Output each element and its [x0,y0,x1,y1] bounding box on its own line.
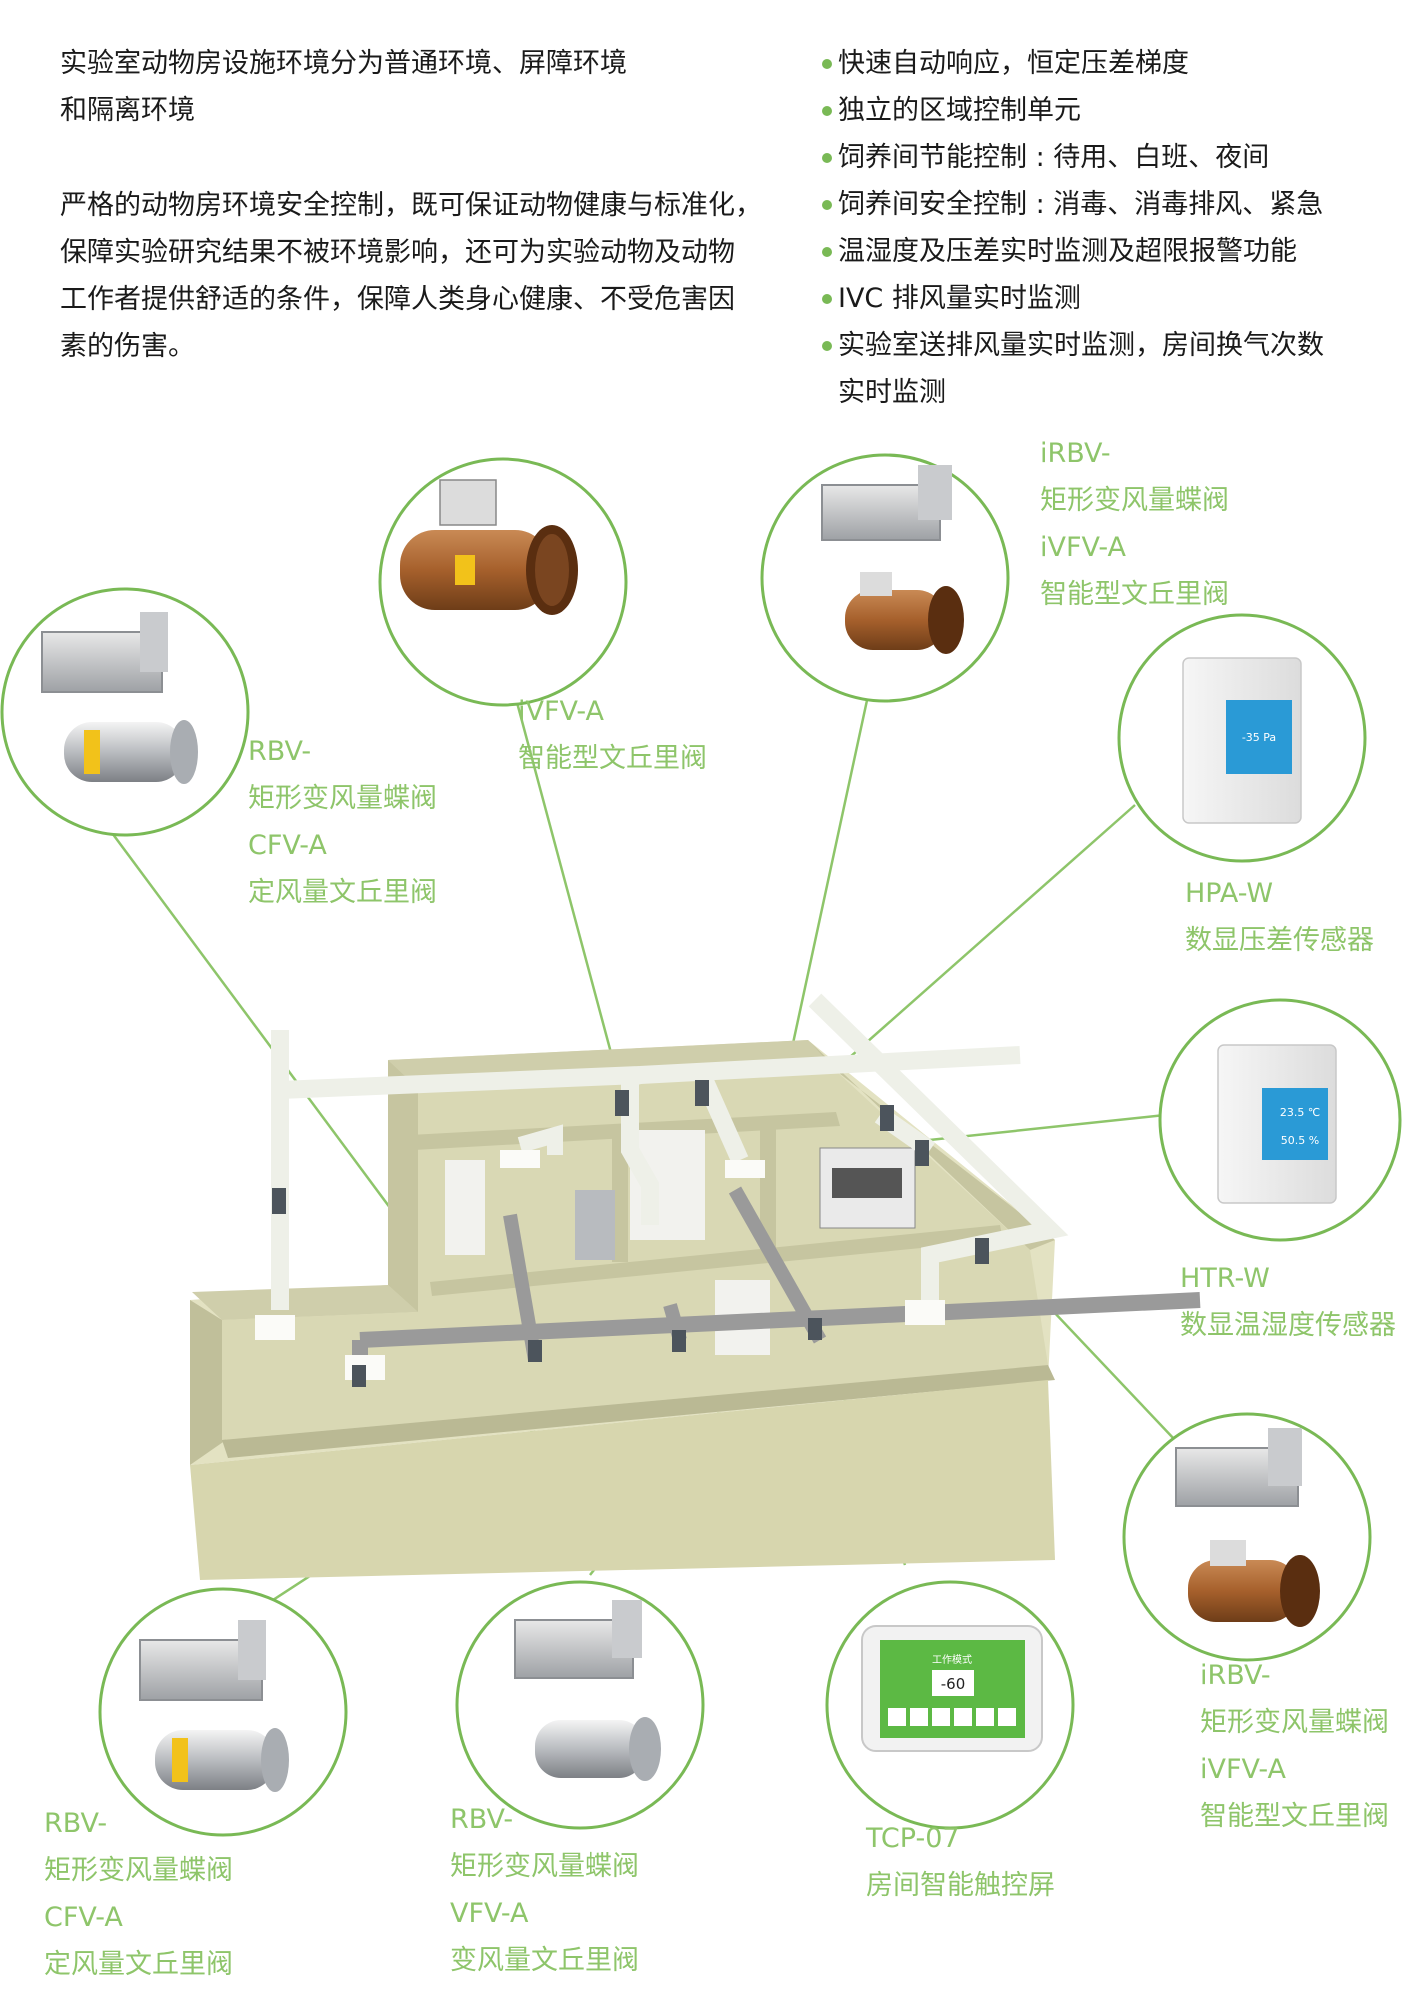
callout-top-center: iVFV-A 智能型文丘里阀 [518,688,707,782]
feature-item: 独立的区域控制单元 [822,87,1382,134]
callout-line: 矩形变风量蝶阀 [1040,485,1229,516]
callout-bottom-mid: RBV- 矩形变风量蝶阀 VFV-A 变风量文丘里阀 [450,1796,639,1984]
callout-line: iVFV-A [1040,532,1127,563]
intro-paragraph-1: 实验室动物房设施环境分为普通环境、屏障环境 和隔离环境 [60,48,627,126]
pressure-display-screen [1226,700,1292,774]
callout-line: 智能型文丘里阀 [1040,579,1229,610]
feature-item: 饲养间节能控制 : 待用、白班、夜间 [822,134,1382,181]
device-circle-hpa: -35 Pa [1117,613,1367,863]
callout-line: 智能型文丘里阀 [518,743,707,774]
feature-item: 实验室送排风量实时监测，房间换气次数 实时监测 [822,322,1382,416]
callout-line: 矩形变风量蝶阀 [44,1855,233,1886]
callout-htr: HTR-W 数显温湿度传感器 [1180,1255,1396,1349]
device-circle-bottom-left [98,1587,348,1837]
callout-line: 智能型文丘里阀 [1200,1801,1389,1832]
callout-line: 数显压差传感器 [1185,925,1374,956]
callout-line: RBV- [450,1804,514,1835]
callout-line: 变风量文丘里阀 [450,1945,639,1976]
callout-hpa: HPA-W 数显压差传感器 [1185,870,1374,964]
callout-line: 数显温湿度传感器 [1180,1310,1396,1341]
intro-paragraph-2: 严格的动物房环境安全控制，既可保证动物健康与标准化， 保障实验研究结果不被环境影… [60,190,762,362]
callout-line: HTR-W [1180,1263,1270,1294]
callout-bottom-right: iRBV- 矩形变风量蝶阀 iVFV-A 智能型文丘里阀 [1200,1652,1389,1840]
callout-line: 矩形变风量蝶阀 [248,783,437,814]
device-circle-bottom-mid [455,1580,705,1830]
temp-humidity-screen [1262,1088,1328,1160]
callout-line: 矩形变风量蝶阀 [1200,1707,1389,1738]
callout-line: 定风量文丘里阀 [44,1949,233,1980]
callout-line: VFV-A [450,1898,529,1929]
device-circle-top-center [378,457,628,707]
callout-top-right: iRBV- 矩形变风量蝶阀 iVFV-A 智能型文丘里阀 [1040,430,1229,618]
callout-line: CFV-A [248,830,327,861]
callout-line: HPA-W [1185,878,1274,909]
device-circle-top-right [760,453,1010,703]
building-model [190,993,1201,1580]
pressure-reading: -35 Pa [1242,731,1276,744]
intro-text: 实验室动物房设施环境分为普通环境、屏障环境 和隔离环境 严格的动物房环境安全控制… [60,40,780,418]
device-circle-tcp: 工作模式 -60 [825,1580,1075,1830]
callout-line: iVFV-A [1200,1754,1287,1785]
device-circle-htr: 23.5 ℃ 50.5 % [1158,998,1402,1242]
callout-tcp: TCP-07 房间智能触控屏 [866,1815,1055,1909]
callout-line: iRBV- [1200,1660,1271,1691]
touch-panel-mode: 工作模式 [932,1653,972,1666]
feature-item: IVC 排风量实时监测 [822,275,1382,322]
callout-line: TCP-07 [866,1823,960,1854]
callout-line: iRBV- [1040,438,1111,469]
feature-item: 温湿度及压差实时监测及超限报警功能 [822,228,1382,275]
callout-line: RBV- [44,1808,108,1839]
callout-line: 定风量文丘里阀 [248,877,437,908]
temperature-reading: 23.5 ℃ [1280,1106,1320,1119]
callout-bottom-left: RBV- 矩形变风量蝶阀 CFV-A 定风量文丘里阀 [44,1800,233,1988]
callout-top-left: RBV- 矩形变风量蝶阀 CFV-A 定风量文丘里阀 [248,728,437,916]
callout-line: iVFV-A [518,696,605,727]
callout-line: 矩形变风量蝶阀 [450,1851,639,1882]
feature-list: 快速自动响应，恒定压差梯度 独立的区域控制单元 饲养间节能控制 : 待用、白班、… [822,40,1382,416]
humidity-reading: 50.5 % [1281,1134,1319,1147]
feature-item: 饲养间安全控制 : 消毒、消毒排风、紧急 [822,181,1382,228]
touch-panel-value: -60 [941,1675,966,1693]
feature-item: 快速自动响应，恒定压差梯度 [822,40,1382,87]
callout-line: 房间智能触控屏 [866,1870,1055,1901]
device-circle-bottom-right [1122,1412,1372,1662]
callout-line: RBV- [248,736,312,767]
callout-line: CFV-A [44,1902,123,1933]
device-circle-top-left [0,587,250,837]
